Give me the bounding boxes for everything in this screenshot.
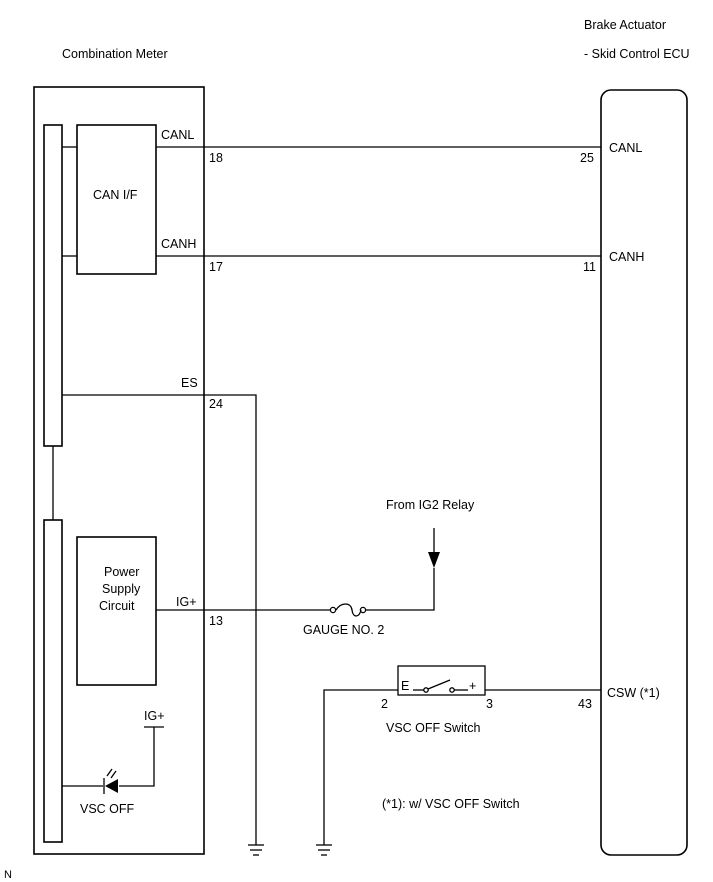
- switch-pin-left: 2: [381, 697, 388, 711]
- fuse-label: GAUGE NO. 2: [303, 623, 384, 637]
- switch-pin-right: 3: [486, 697, 493, 711]
- meter-canh-pin: 17: [209, 260, 223, 274]
- es-wire: [62, 394, 257, 845]
- can-if-block: [76, 124, 157, 275]
- corner-mark: N: [4, 869, 12, 881]
- ecu-canh-pin: 11: [583, 260, 596, 274]
- meter-canl-pin: 18: [209, 151, 223, 165]
- internal-ig-label: IG+: [144, 709, 165, 723]
- power-supply-circuit-block: [76, 536, 157, 686]
- gauge-fuse-icon: [329, 603, 367, 617]
- meter-canl-label: CANL: [161, 128, 194, 142]
- meter-es-pin: 24: [209, 397, 223, 411]
- ecu-csw-pin: 43: [578, 697, 592, 711]
- power-supply-label-2: Supply: [102, 582, 141, 596]
- vsc-off-switch-box: [397, 665, 486, 696]
- switch-e-label: E: [401, 679, 409, 693]
- upper-bus-bar: [43, 124, 63, 447]
- ecu-canh-label: CANH: [609, 250, 644, 264]
- switch-contact-icon: [413, 679, 468, 693]
- lower-bus-bar: [43, 519, 63, 843]
- ecu-canl-label: CANL: [609, 141, 642, 155]
- indicator-feed-wire: [119, 727, 155, 787]
- combination-meter-title: Combination Meter: [62, 47, 168, 61]
- ecu-csw-label: CSW (*1): [607, 686, 660, 700]
- skid-control-ecu-title: - Skid Control ECU: [584, 47, 690, 61]
- meter-es-label: ES: [181, 376, 198, 390]
- meter-canh-label: CANH: [161, 237, 196, 251]
- switch-ground-icon: [316, 844, 332, 856]
- vsc-off-lamp-label: VSC OFF: [80, 802, 135, 816]
- power-supply-label-3: Circuit: [99, 599, 135, 613]
- ig-wire-right: [366, 568, 435, 611]
- meter-ig-label: IG+: [176, 595, 197, 609]
- brake-actuator-title: Brake Actuator: [584, 18, 666, 32]
- relay-label: From IG2 Relay: [386, 498, 475, 512]
- vsc-switch-label: VSC OFF Switch: [386, 721, 481, 735]
- vsc-off-led-icon: [103, 768, 118, 794]
- switch-ground-wire: [323, 689, 398, 845]
- brake-actuator-ecu-box: [600, 89, 688, 856]
- can-if-label: CAN I/F: [93, 188, 138, 202]
- power-supply-label-1: Power: [104, 565, 139, 579]
- ecu-canl-pin: 25: [580, 151, 594, 165]
- switch-plus-label: +: [469, 679, 476, 693]
- meter-ig-pin: 13: [209, 614, 223, 628]
- footnote: (*1): w/ VSC OFF Switch: [382, 797, 520, 811]
- es-ground-icon: [248, 844, 264, 856]
- relay-arrow-icon: [428, 528, 440, 568]
